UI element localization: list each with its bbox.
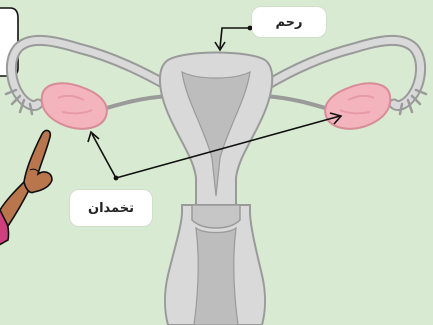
forearm: [0, 182, 30, 226]
vaginal-canal: [194, 228, 238, 325]
uterus-label: رحم: [252, 7, 326, 37]
index-finger: [24, 130, 52, 192]
ovary-label: تخمدان: [70, 190, 152, 226]
cervix: [192, 205, 240, 228]
pointing-hand: [0, 130, 52, 250]
left-ovary: [42, 83, 107, 128]
uterus-leader-line: [220, 28, 250, 48]
uterus-label-text: رحم: [275, 15, 302, 30]
ovary-label-text: تخمدان: [88, 201, 134, 216]
ovary-leader-line-left: [92, 134, 116, 178]
